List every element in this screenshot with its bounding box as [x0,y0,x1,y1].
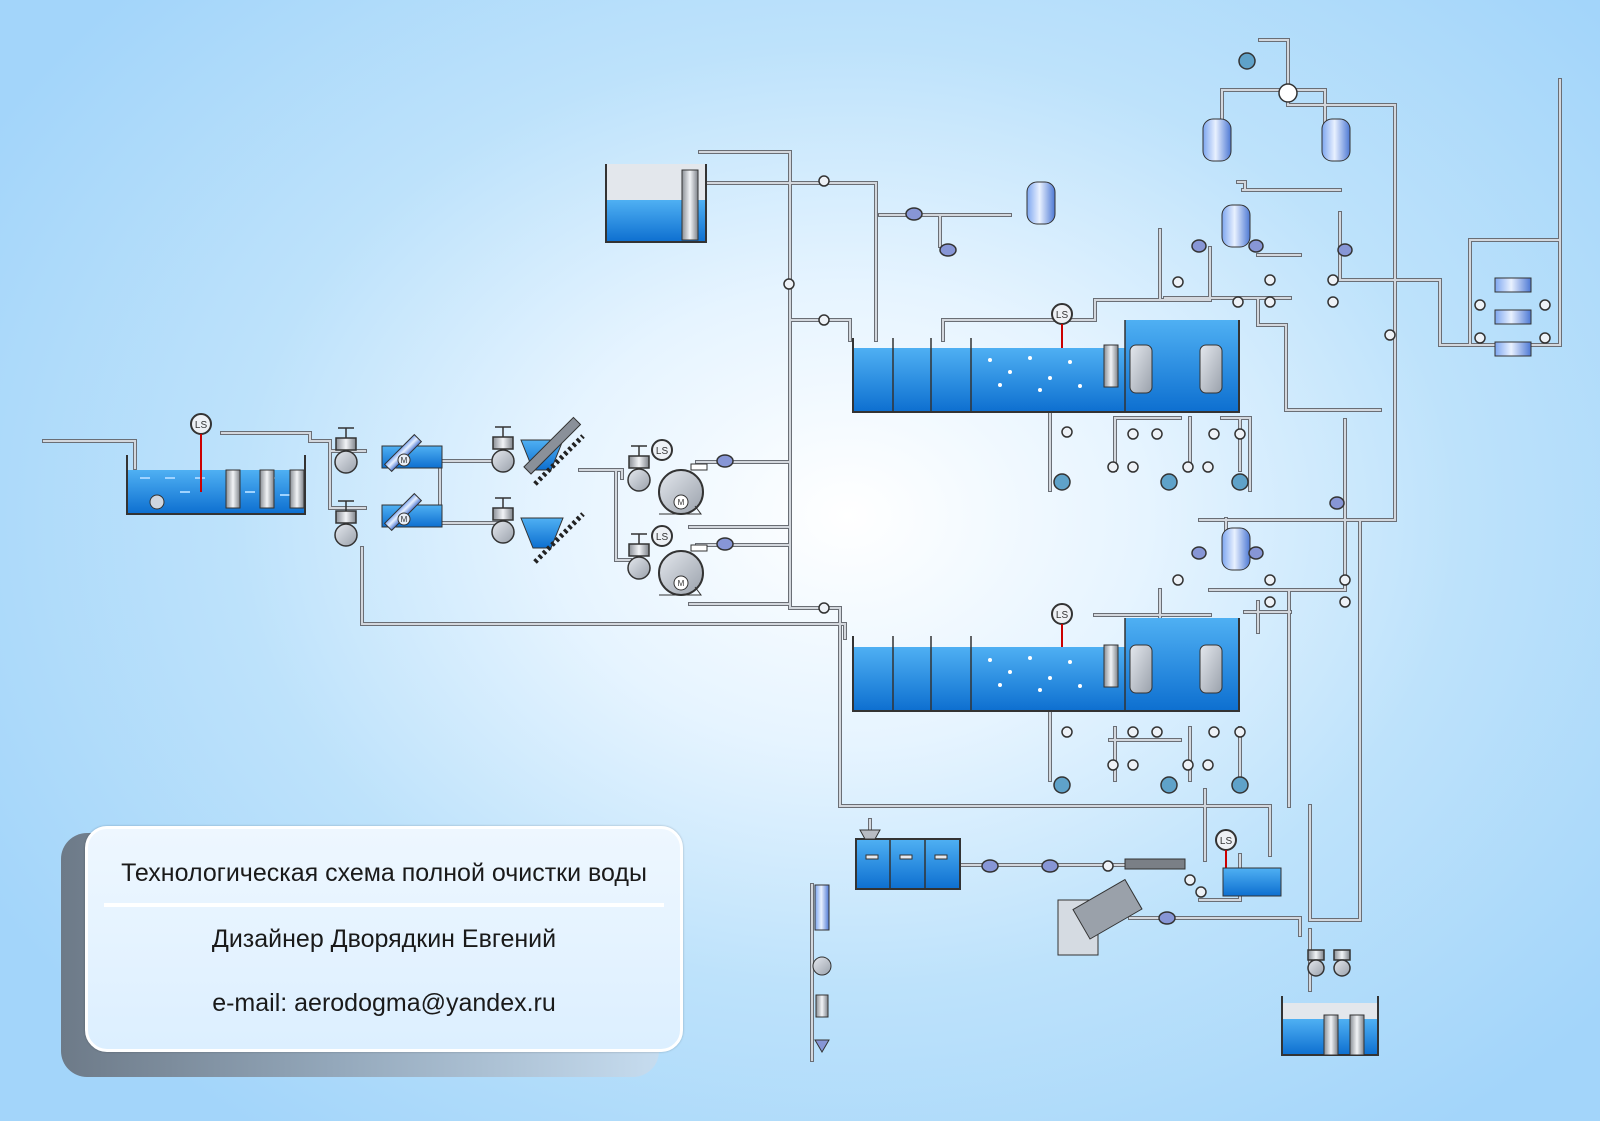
gate-valve-icon [334,426,1351,977]
bioreactor-tank-bottom [852,618,1240,712]
junction-icon [1278,83,1298,103]
svg-text:LS: LS [195,420,208,431]
pipe-network [42,38,1562,1062]
submersible-pump-icon [225,469,305,509]
sludge-thickener [855,829,961,890]
svg-text:LS: LS [1056,610,1069,621]
clean-water-tank [1281,996,1379,1056]
level-sensor-icon: LS LS LS LS LS LS [190,303,1237,870]
ball-valve-icon [716,207,1353,925]
divider [104,903,664,907]
designer-credit: Дизайнер Дворядкин Евгений [211,925,557,953]
screen-channel: M M [381,433,443,532]
dosing-vessel [1026,118,1351,571]
svg-text:M: M [401,515,408,524]
svg-text:M: M [678,579,685,588]
receiving-tank [126,455,306,515]
svg-text:M: M [678,498,685,507]
flow-meter [812,884,832,1053]
centrifugal-pump-icon [1053,52,1256,794]
check-valve-icon [783,175,1551,898]
drum-filter: M M [658,463,708,596]
sand-trap [520,416,585,564]
contact-email: e-mail: aerodogma@yandex.ru [212,989,556,1017]
svg-text:LS: LS [656,446,669,457]
bioreactor-tank-top [852,320,1240,413]
dewatering-press [1057,858,1282,956]
storage-reservoir [605,164,707,243]
svg-text:LS: LS [1220,836,1233,847]
svg-text:LS: LS [656,532,669,543]
svg-text:LS: LS [1056,310,1069,321]
diagram-title: Технологическая схема полной очистки вод… [121,859,647,887]
reagent-tank [1494,277,1532,357]
caption-card: Технологическая схема полной очистки вод… [85,826,683,1052]
svg-text:M: M [401,456,408,465]
